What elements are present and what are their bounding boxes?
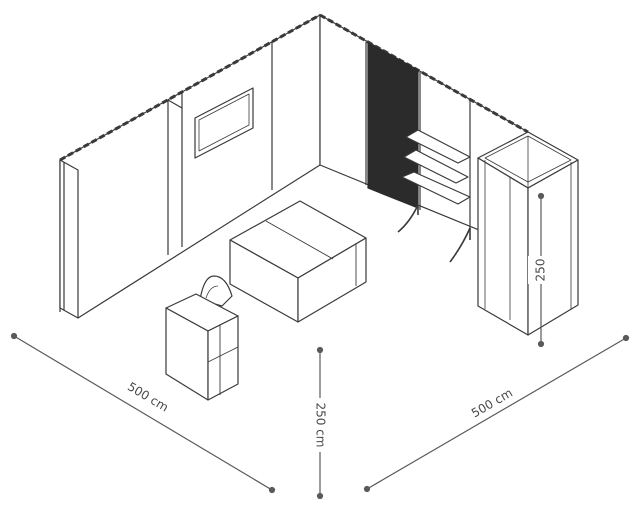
chair bbox=[199, 275, 233, 307]
shelf-stands bbox=[397, 204, 471, 263]
wall-shelves bbox=[401, 129, 471, 205]
slatwall-panel bbox=[367, 42, 419, 209]
height-dimension-label: 250 cm bbox=[314, 402, 328, 447]
storage-height-dimension-label: 250 bbox=[534, 259, 548, 282]
reception-counter bbox=[165, 293, 239, 401]
dimension-line-depth bbox=[363, 334, 630, 493]
storage-room bbox=[477, 131, 579, 336]
center-counter bbox=[229, 200, 367, 323]
left-end-panel bbox=[59, 159, 79, 319]
tv-screen bbox=[194, 87, 254, 159]
dimension-line-width bbox=[10, 332, 276, 494]
left-back-wall bbox=[59, 13, 321, 319]
